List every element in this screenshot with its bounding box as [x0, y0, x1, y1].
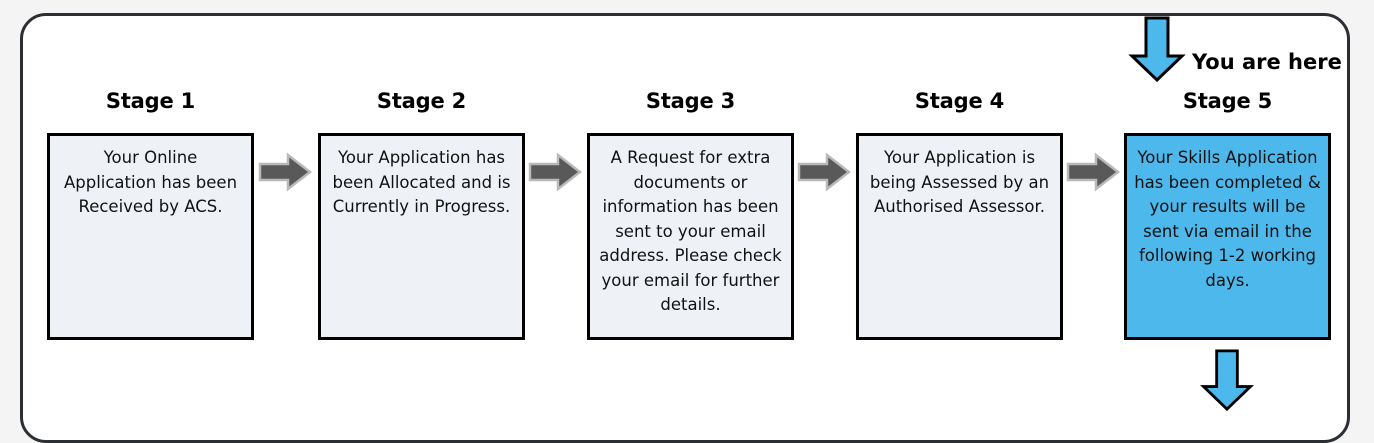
stage-3: Stage 3 A Request for extra documents or…: [587, 88, 794, 340]
stage-4-text: Your Application is being Assessed by an…: [869, 148, 1050, 216]
stage-1-text: Your Online Application has been Receive…: [63, 148, 238, 216]
stage-2-box: Your Application has been Allocated and …: [318, 133, 525, 340]
stage-1-box: Your Online Application has been Receive…: [47, 133, 254, 340]
stage-2-title: Stage 2: [376, 89, 467, 113]
stage-5-box: Your Skills Application has been complet…: [1124, 133, 1331, 340]
you-are-here-label: You are here: [1192, 50, 1342, 74]
connector-arrow-2: [528, 152, 582, 192]
right-arrow-icon: [1066, 152, 1120, 192]
right-arrow-icon: [528, 152, 582, 192]
right-arrow-icon: [258, 152, 312, 192]
stage-flow: Stage 1 Your Online Application has been…: [47, 16, 1342, 412]
down-arrow-icon: [1200, 349, 1254, 412]
down-arrow-icon: [1128, 16, 1186, 83]
stage-4: Stage 4 Your Application is being Assess…: [856, 88, 1063, 340]
stage-4-title: Stage 4: [914, 89, 1005, 113]
stage-5-title: Stage 5: [1182, 89, 1273, 113]
right-arrow-icon: [797, 152, 851, 192]
you-are-here-marker: You are here: [1128, 16, 1342, 86]
connector-arrow-3: [797, 152, 851, 192]
stage-2-text: Your Application has been Allocated and …: [332, 148, 511, 216]
stage-3-box: A Request for extra documents or informa…: [587, 133, 794, 340]
stage-5-text: Your Skills Application has been complet…: [1134, 148, 1321, 290]
stage-3-title: Stage 3: [645, 89, 736, 113]
you-are-here-arrow: [1128, 16, 1186, 83]
stage-1-title: Stage 1: [105, 89, 196, 113]
connector-arrow-1: [258, 152, 312, 192]
connector-arrow-4: [1066, 152, 1120, 192]
next-step-arrow: [1198, 349, 1256, 412]
stage-5: Stage 5 Your Skills Application has been…: [1124, 88, 1331, 340]
stage-4-box: Your Application is being Assessed by an…: [856, 133, 1063, 340]
stage-1: Stage 1 Your Online Application has been…: [47, 88, 254, 340]
stage-3-text: A Request for extra documents or informa…: [599, 148, 782, 314]
stage-2: Stage 2 Your Application has been Alloca…: [318, 88, 525, 340]
